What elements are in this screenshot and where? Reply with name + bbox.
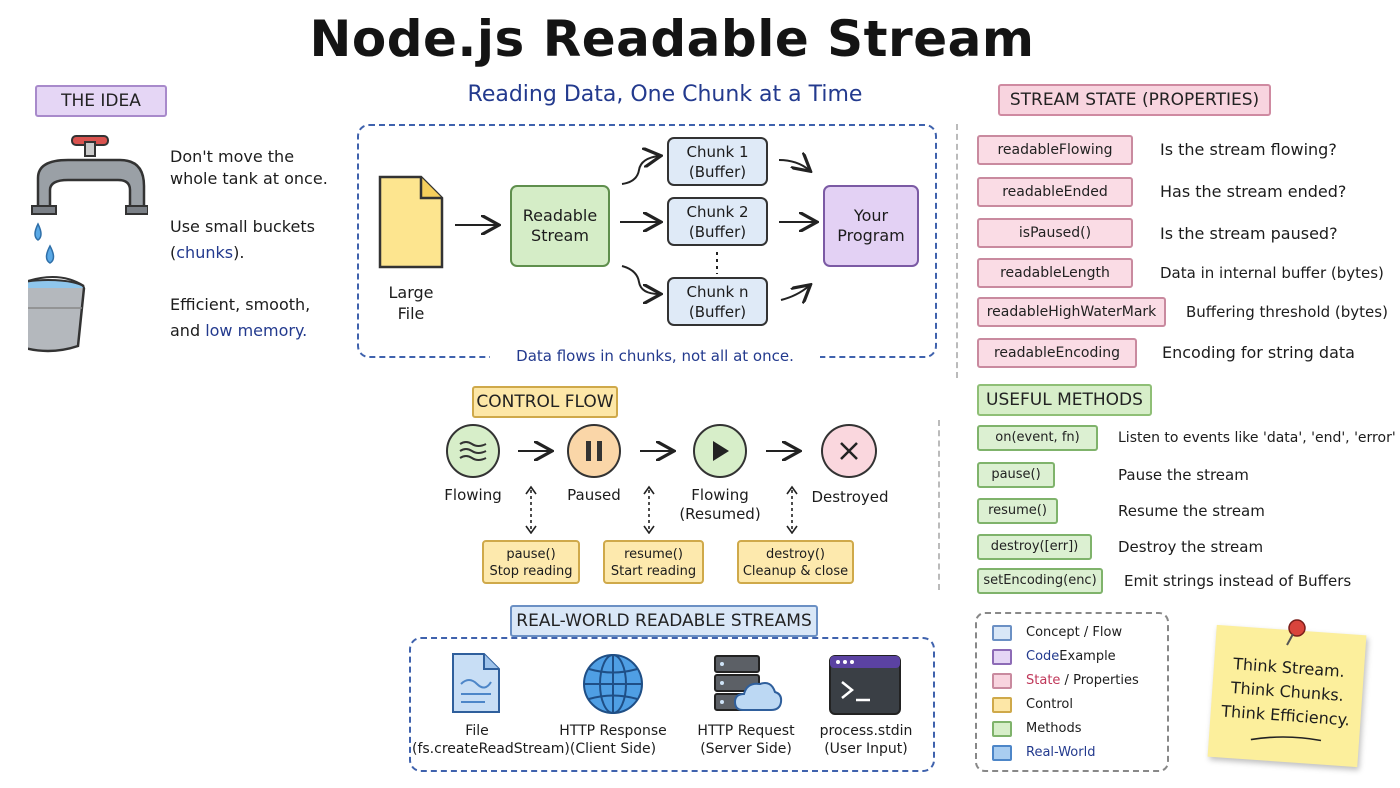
- resume-call-box: resume() Start reading: [603, 540, 704, 584]
- http-response-label: HTTP Response (Client Side): [559, 723, 667, 757]
- close-icon: [821, 424, 877, 478]
- methods-divider: [938, 420, 940, 590]
- state-destroyed-label: Destroyed: [811, 488, 889, 506]
- prop-readableEnded: readableEnded: [977, 177, 1133, 207]
- prop-readableHighWaterMark: readableHighWaterMark: [977, 297, 1166, 327]
- legend-swatch: [992, 697, 1012, 713]
- idea-text-3: Efficient, smooth, and low memory.: [170, 295, 311, 340]
- legend-swatch: [992, 745, 1012, 761]
- control-flow-tag: CONTROL FLOW: [472, 386, 618, 418]
- chunk-2-box: Chunk 2 (Buffer): [667, 197, 768, 246]
- method-resume-desc: Resume the stream: [1118, 502, 1265, 520]
- state-paused-label: Paused: [567, 486, 621, 504]
- legend-control: Control: [992, 696, 1073, 714]
- prop-readableEncoding: readableEncoding: [977, 338, 1137, 368]
- legend-swatch: [992, 721, 1012, 737]
- prop-readableLength-desc: Data in internal buffer (bytes): [1160, 264, 1384, 282]
- state-flowing-label: Flowing: [444, 486, 502, 504]
- large-file-label: Large File: [388, 283, 434, 323]
- method-setEncoding-desc: Emit strings instead of Buffers: [1124, 572, 1352, 590]
- method-pause-desc: Pause the stream: [1118, 466, 1249, 484]
- faucet-icon: [10, 135, 149, 353]
- stdin-label: process.stdin (User Input): [819, 723, 913, 757]
- readable-stream-box: Readable Stream: [510, 185, 610, 267]
- http-request-label: HTTP Request (Server Side): [697, 723, 795, 757]
- prop-readableFlowing: readableFlowing: [977, 135, 1133, 165]
- play-icon: [693, 424, 747, 478]
- legend-swatch: [992, 625, 1012, 641]
- flow-arrows: [455, 124, 937, 358]
- legend-code: Code Example: [992, 648, 1116, 666]
- prop-readableEncoding-desc: Encoding for string data: [1162, 343, 1355, 362]
- idea-text-1: Don't move the whole tank at once.: [170, 147, 328, 188]
- legend-swatch: [992, 673, 1012, 689]
- prop-readableEnded-desc: Has the stream ended?: [1160, 182, 1347, 201]
- file-icon: [377, 174, 445, 270]
- method-destroy-desc: Destroy the stream: [1118, 538, 1264, 556]
- pause-call-box: pause() Stop reading: [482, 540, 580, 584]
- useful-methods-tag: USEFUL METHODS: [977, 384, 1152, 416]
- your-program-box: Your Program: [823, 185, 919, 267]
- flow-caption: Data flows in chunks, not all at once.: [490, 345, 820, 369]
- destroy-call-box: destroy() Cleanup & close: [737, 540, 854, 584]
- idea-text-2: Use small buckets (chunks).: [170, 217, 315, 262]
- chunk-1-box: Chunk 1 (Buffer): [667, 137, 768, 186]
- file-source-label: File (fs.createReadStream): [412, 723, 570, 757]
- prop-readableFlowing-desc: Is the stream flowing?: [1160, 140, 1337, 159]
- legend-realworld: Real-World: [992, 744, 1095, 762]
- prop-isPaused: isPaused(): [977, 218, 1133, 248]
- realworld-frame: [409, 637, 935, 772]
- page-title: Node.js Readable Stream: [309, 10, 1035, 68]
- method-resume: resume(): [977, 498, 1058, 524]
- legend-methods: Methods: [992, 720, 1082, 738]
- method-on-desc: Listen to events like 'data', 'end', 'er…: [1118, 430, 1396, 446]
- faucet-bucket-illustration: [10, 128, 149, 358]
- method-pause: pause(): [977, 462, 1055, 488]
- control-arrows: [518, 430, 830, 534]
- realworld-tag: REAL-WORLD READABLE STREAMS: [510, 605, 818, 637]
- pause-icon: [567, 424, 621, 478]
- page-subtitle: Reading Data, One Chunk at a Time: [467, 82, 863, 107]
- method-on: on(event, fn): [977, 425, 1098, 451]
- prop-readableHighWaterMark-desc: Buffering threshold (bytes): [1186, 303, 1388, 321]
- globe-icon: [581, 652, 645, 716]
- state-resumed-label: Flowing (Resumed): [679, 486, 761, 523]
- terminal-icon: [828, 654, 902, 716]
- legend-state: State / Properties: [992, 672, 1139, 690]
- legend-swatch: [992, 649, 1012, 665]
- document-icon: [451, 652, 501, 714]
- legend-box: [975, 612, 1169, 772]
- prop-isPaused-desc: Is the stream paused?: [1160, 224, 1338, 243]
- chunk-n-box: Chunk n (Buffer): [667, 277, 768, 326]
- method-setEncoding: setEncoding(enc): [977, 568, 1103, 594]
- sticky-note: Think Stream. Think Chunks. Think Effici…: [1207, 624, 1367, 768]
- pushpin-icon: [1282, 618, 1310, 648]
- prop-readableLength: readableLength: [977, 258, 1133, 288]
- idea-tag: THE IDEA: [35, 85, 167, 117]
- legend-concept: Concept / Flow: [992, 624, 1122, 642]
- server-cloud-icon: [713, 654, 783, 716]
- method-destroy: destroy([err]): [977, 534, 1092, 560]
- flowing-waves-icon: [446, 424, 500, 478]
- stream-state-tag: STREAM STATE (PROPERTIES): [998, 84, 1271, 116]
- sticky-underline: [1250, 736, 1322, 742]
- state-divider: [956, 124, 958, 378]
